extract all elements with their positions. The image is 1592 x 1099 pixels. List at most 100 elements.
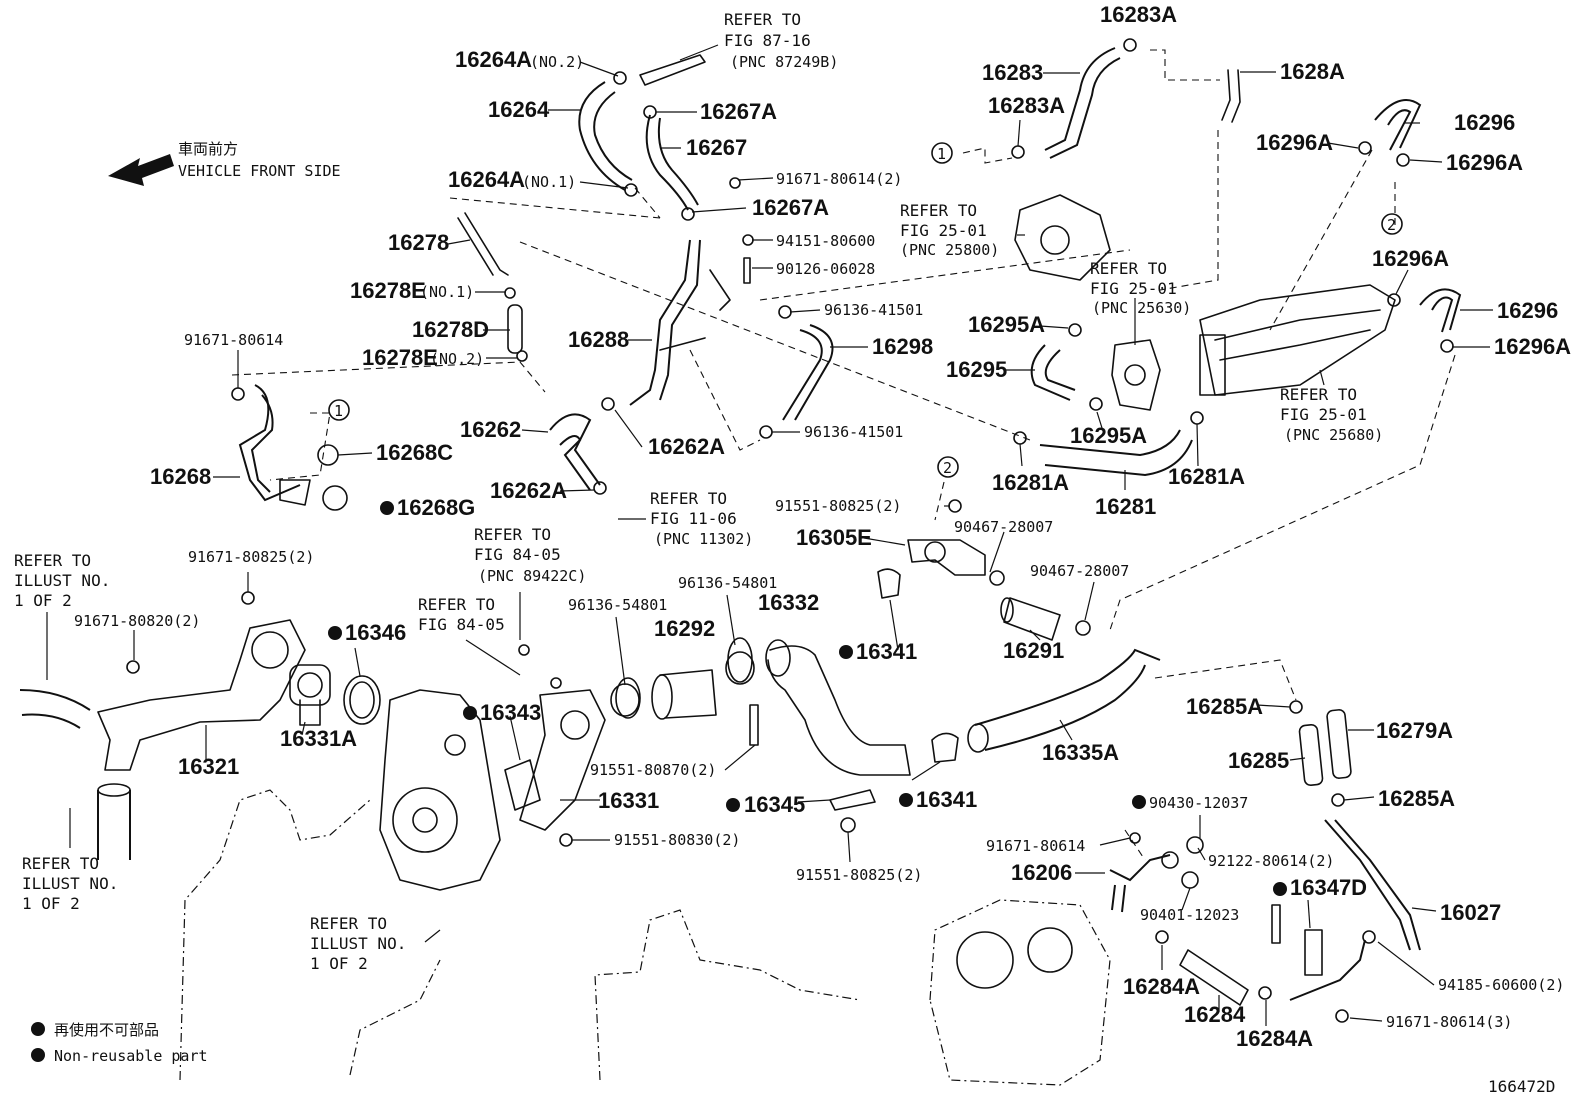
label-16321: 16321 xyxy=(178,754,239,779)
water-inlet-16321 xyxy=(19,619,306,860)
svg-text:REFER TO: REFER TO xyxy=(1090,259,1167,278)
svg-text:(PNC 11302): (PNC 11302) xyxy=(654,530,753,548)
svg-text:ILLUST NO.: ILLUST NO. xyxy=(22,874,118,893)
label-90467-28007-b: 90467-28007 xyxy=(1030,562,1129,580)
label-16283: 16283 xyxy=(982,60,1043,85)
svg-text:2: 2 xyxy=(1387,216,1396,234)
svg-text:REFER TO: REFER TO xyxy=(474,525,551,544)
hose-16291 xyxy=(1000,597,1061,641)
label-96136-41501-a: 96136-41501 xyxy=(824,301,923,319)
refer-fig-84-05: REFER TO FIG 84-05 xyxy=(418,595,505,634)
label-16291: 16291 xyxy=(1003,638,1064,663)
label-92122-80614-2: 92122-80614(2) xyxy=(1208,852,1334,870)
label-91671-80614-b: 91671-80614 xyxy=(986,837,1085,855)
label-16262A-b: 16262A xyxy=(490,478,567,503)
svg-text:FIG 25-01: FIG 25-01 xyxy=(1090,279,1177,298)
label-91551-80825-2a: 91551-80825(2) xyxy=(775,497,901,515)
refer-fig-25-01-25630: REFER TO FIG 25-01 (PNC 25630) xyxy=(1090,259,1191,317)
label-16284A-b: 16284A xyxy=(1236,1026,1313,1051)
refer-fig-25-01-25800: REFER TO FIG 25-01 (PNC 25800) xyxy=(900,201,999,259)
svg-text:1 OF 2: 1 OF 2 xyxy=(22,894,80,913)
svg-text:FIG 84-05: FIG 84-05 xyxy=(474,545,561,564)
label-16343: 16343 xyxy=(480,700,541,725)
label-16281A-b: 16281A xyxy=(1168,464,1245,489)
refer-fig-87-16: REFER TO FIG 87-16 (PNC 87249B) xyxy=(724,10,838,71)
callout-2-a: 2 xyxy=(1381,213,1403,235)
svg-text:(PNC 25680): (PNC 25680) xyxy=(1284,426,1383,444)
label-16345: 16345 xyxy=(744,792,805,817)
hose-16284 xyxy=(1179,949,1249,1006)
vehicle-front-arrow-icon xyxy=(108,154,174,186)
label-96136-54801-a: 96136-54801 xyxy=(568,596,667,614)
label-16281A-a: 16281A xyxy=(992,470,1069,495)
label-16347D: 16347D xyxy=(1290,875,1367,900)
thermostat-16331A xyxy=(289,664,331,726)
label-16262: 16262 xyxy=(460,417,521,442)
hose-16295 xyxy=(1030,344,1076,401)
label-16278E-no2: 16278E xyxy=(362,345,438,370)
label-94185-60600-2: 94185-60600(2) xyxy=(1438,976,1564,994)
label-16298: 16298 xyxy=(872,334,933,359)
label-16296A-d: 16296A xyxy=(1494,334,1571,359)
hose-16285 xyxy=(1298,709,1352,786)
clamps-and-bolts xyxy=(126,38,1454,1023)
hose-16335A xyxy=(967,648,1161,753)
label-16264A-no2-suffix: (NO.2) xyxy=(530,53,584,71)
label-16283A-b: 16283A xyxy=(988,93,1065,118)
svg-text:ILLUST NO.: ILLUST NO. xyxy=(14,571,110,590)
label-16278: 16278 xyxy=(388,230,449,255)
svg-text:REFER TO: REFER TO xyxy=(1280,385,1357,404)
label-16296A-c: 16296A xyxy=(1372,246,1449,271)
svg-text:ILLUST NO.: ILLUST NO. xyxy=(310,934,406,953)
refer-illust-c: REFER TO ILLUST NO. 1 OF 2 xyxy=(310,914,406,973)
hose-16262 xyxy=(549,413,601,491)
svg-text:2: 2 xyxy=(943,459,952,477)
label-96136-54801-b: 96136-54801 xyxy=(678,574,777,592)
label-16331: 16331 xyxy=(598,788,659,813)
label-16341-b: 16341 xyxy=(916,787,977,812)
label-16278E-no2-suffix: (NO.2) xyxy=(430,350,484,368)
label-16335A: 16335A xyxy=(1042,740,1119,765)
svg-text:(PNC 25800): (PNC 25800) xyxy=(900,241,999,259)
label-16283A-a: 16283A xyxy=(1100,2,1177,27)
label-1628A: 1628A xyxy=(1280,59,1345,84)
label-16285: 16285 xyxy=(1228,748,1289,773)
label-90467-28007-a: 90467-28007 xyxy=(954,518,1053,536)
label-91551-80825-2b: 91551-80825(2) xyxy=(796,866,922,884)
label-16296A-b: 16296A xyxy=(1446,150,1523,175)
label-16296A-a: 16296A xyxy=(1256,130,1333,155)
label-16264: 16264 xyxy=(488,97,550,122)
label-16278E-no1: 16278E xyxy=(350,278,426,303)
svg-text:(PNC 89422C): (PNC 89422C) xyxy=(478,567,586,585)
direction-label-jp: 車両前方 xyxy=(178,140,238,158)
label-16288: 16288 xyxy=(568,327,629,352)
engine-outline xyxy=(179,789,1111,1086)
water-pump xyxy=(379,689,501,891)
pipe-16268 xyxy=(238,384,348,511)
hose-16283 xyxy=(1044,47,1121,159)
leader-lines xyxy=(46,44,1493,1026)
hose-16281 xyxy=(1039,429,1193,477)
svg-text:REFER TO: REFER TO xyxy=(724,10,801,29)
label-16267A-b: 16267A xyxy=(752,195,829,220)
label-91671-80614-3: 91671-80614(3) xyxy=(1386,1013,1512,1031)
callout-2-b: 2 xyxy=(937,456,959,478)
svg-text:1: 1 xyxy=(937,145,946,163)
svg-text:FIG 84-05: FIG 84-05 xyxy=(418,615,505,634)
label-16295A-b: 16295A xyxy=(1070,423,1147,448)
hose-16267 xyxy=(639,54,706,211)
figure-id: 166472D xyxy=(1488,1077,1555,1096)
label-91671-80614-2: 91671-80614(2) xyxy=(776,170,902,188)
legend-label-en: Non-reusable part xyxy=(54,1047,208,1065)
pipe-16027 xyxy=(1289,819,1421,1001)
label-16268G: 16268G xyxy=(397,495,475,520)
label-90401-12023: 90401-12023 xyxy=(1140,906,1239,924)
direction-label-en: VEHICLE FRONT SIDE xyxy=(178,162,341,180)
svg-text:REFER TO: REFER TO xyxy=(22,854,99,873)
callout-1-a: 1 xyxy=(931,142,953,164)
water-outlet-16331 xyxy=(504,689,606,831)
svg-text:FIG 11-06: FIG 11-06 xyxy=(650,509,737,528)
refer-illust-b: REFER TO ILLUST NO. 1 OF 2 xyxy=(22,854,118,913)
label-91671-80614-a: 91671-80614 xyxy=(184,331,283,349)
